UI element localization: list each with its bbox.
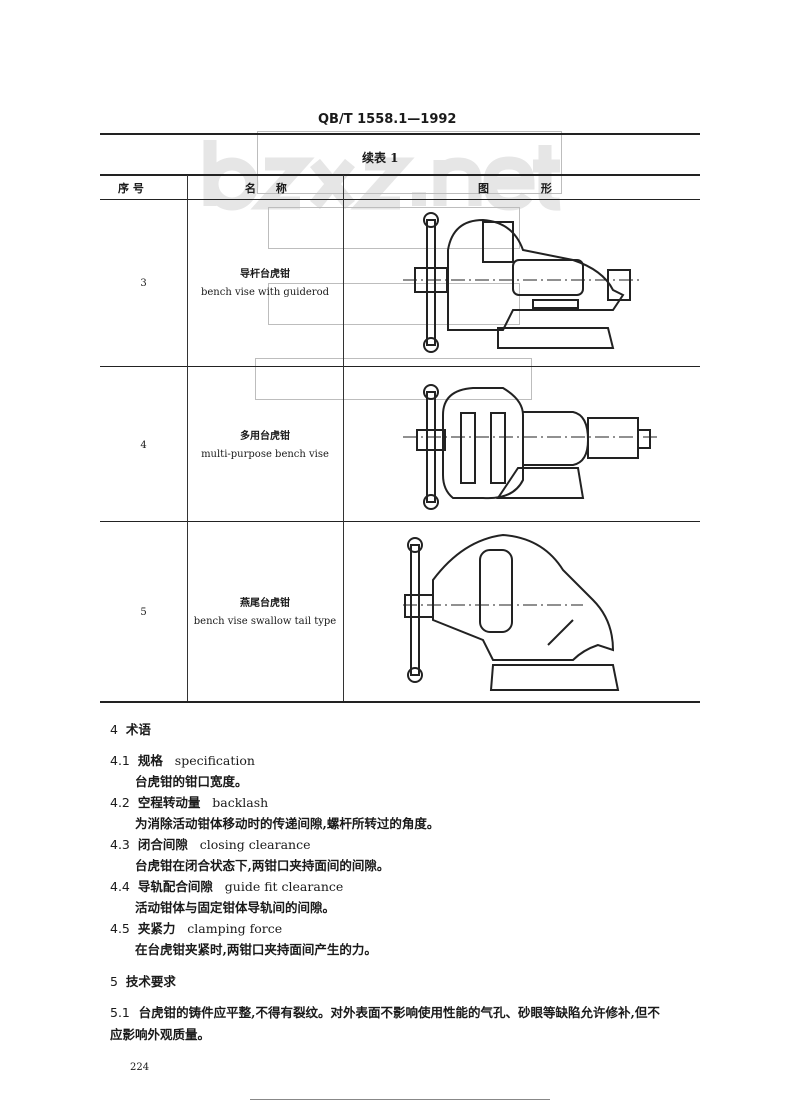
term-definition: 在台虎钳夹紧时,两钳口夹持面间产生的力。 [135,942,377,957]
footer-rule [250,1099,550,1100]
row-name: 燕尾台虎钳 bench vise swallow tail type [187,595,343,631]
term-en: closing clearance [199,837,311,852]
term-definition: 台虎钳的钳口宽度。 [135,774,248,789]
rule [100,701,700,703]
row-name: 导杆台虎钳 bench vise with guiderod [187,266,343,302]
section-heading: 4 术语 [110,719,151,738]
section-heading: 5 技术要求 [110,971,176,990]
vise-multipurpose-figure [403,384,658,510]
row-no: 3 [140,278,147,289]
section-number: 5 [110,974,118,989]
page-number: 224 [130,1062,150,1073]
col-divider [343,175,344,701]
rule [100,521,700,522]
section-title: 术语 [125,722,151,737]
ghost-box [268,207,520,249]
term-definition: 为消除活动钳体移动时的传递间隙,螺杆所转过的角度。 [135,816,440,831]
term-en: backlash [212,795,269,810]
col-header-no: 序 号 [118,182,144,195]
term-cn: 导轨配合间隙 [137,879,213,894]
ghost-box [268,283,520,325]
term-en: specification [174,753,255,768]
standard-code: QB/T 1558.1—1992 [318,112,457,127]
name-cn: 燕尾台虎钳 [240,598,290,609]
row-name: 多用台虎钳 multi-purpose bench vise [187,428,343,464]
section-number: 4 [110,722,118,737]
col-divider [187,175,188,701]
rule [100,199,700,200]
term-cn: 夹紧力 [137,921,176,936]
term-definition: 活动钳体与固定钳体导轨间的间隙。 [135,900,336,915]
clause-5-1: 5.1 台虎钳的铸件应平整,不得有裂纹。对外表面不影响使用性能的气孔、砂眼等缺陷… [110,1002,660,1021]
col-header-figure: 图 形 [478,182,552,195]
table-caption: 续表 1 [362,151,399,165]
name-cn: 多用台虎钳 [240,431,290,442]
name-cn: 导杆台虎钳 [240,269,290,280]
term-4-4: 4.4 导轨配合间隙 guide fit clearance [110,876,343,895]
vise-figures [403,212,658,691]
name-en: bench vise swallow tail type [193,616,337,627]
name-en: multi-purpose bench vise [201,449,329,460]
row-no: 4 [140,440,147,451]
rule [100,366,700,367]
term-cn: 规格 [137,753,163,768]
watermark-logo [203,140,561,211]
term-number: 4.2 [110,795,130,810]
term-number: 4.1 [110,753,130,768]
term-en: guide fit clearance [224,879,344,894]
vise-guiderod-figure [403,212,643,353]
name-en: bench vise with guiderod [200,287,329,298]
term-en: clamping force [187,921,283,936]
ghost-box [255,358,532,400]
ghost-box [257,131,562,194]
clause-text-cont: 应影响外观质量。 [110,1027,211,1042]
term-4-5: 4.5 夹紧力 clamping force [110,918,282,937]
term-number: 4.4 [110,879,130,894]
clause-text: 台虎钳的铸件应平整,不得有裂纹。对外表面不影响使用性能的气孔、砂眼等缺陷允许修补… [138,1005,660,1020]
term-cn: 闭合间隙 [137,837,188,852]
term-definition: 台虎钳在闭合状态下,两钳口夹持面间的间隙。 [135,858,390,873]
clause-number: 5.1 [110,1005,130,1020]
section-title: 技术要求 [125,974,176,989]
row-no: 5 [140,607,147,618]
vise-swallow-tail-figure [403,533,620,691]
term-4-2: 4.2 空程转动量 backlash [110,792,268,811]
term-4-1: 4.1 规格 specification [110,750,255,769]
term-cn: 空程转动量 [137,795,201,810]
col-header-name: 名 称 [245,182,287,195]
term-4-3: 4.3 闭合间隙 closing clearance [110,834,310,853]
rule [100,133,700,135]
term-number: 4.3 [110,837,130,852]
rule [100,174,700,176]
term-number: 4.5 [110,921,130,936]
